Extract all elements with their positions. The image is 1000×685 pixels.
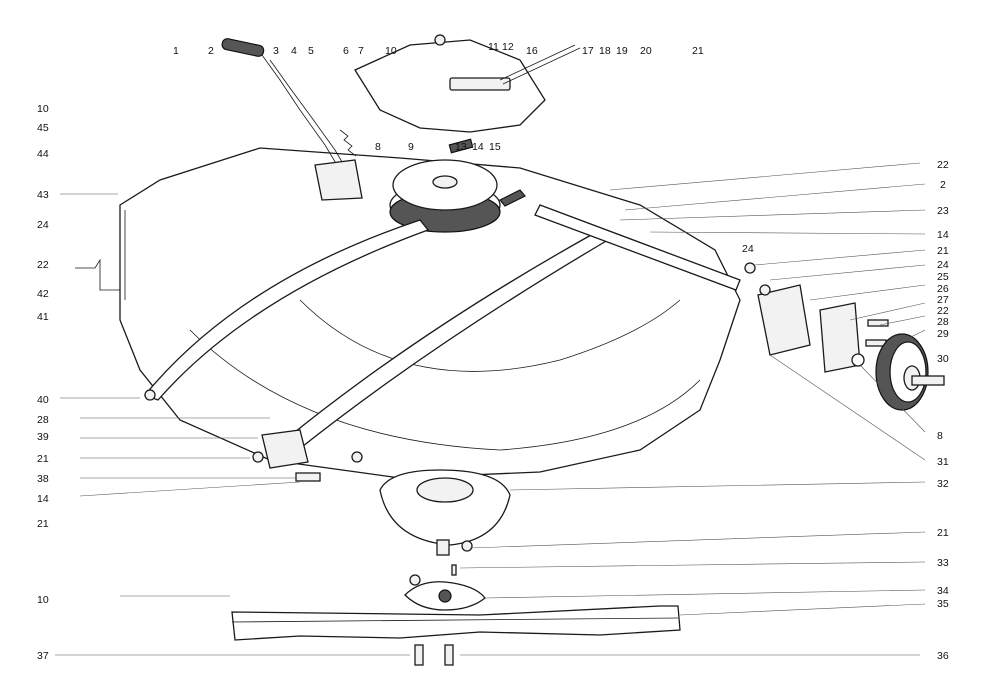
callout-label: 11: [488, 41, 499, 53]
callout-label: 43: [37, 189, 49, 201]
callout-label: 32: [937, 478, 949, 490]
callout-label: 17: [582, 45, 594, 57]
callout-label: 21: [937, 527, 949, 539]
top-cover-plate: [354, 34, 581, 133]
callout-label: 35: [937, 598, 949, 610]
left-brackets: [75, 258, 363, 482]
callout-label: 14: [937, 229, 949, 241]
motor-hub: [379, 469, 511, 576]
callout-label: 8: [937, 430, 943, 442]
callout-label: 10: [385, 45, 397, 57]
callout-label: 13: [455, 141, 467, 153]
callout-label: 21: [37, 518, 49, 530]
callout-label: 5: [308, 45, 314, 57]
callout-label: 42: [37, 288, 49, 300]
callout-label: 23: [937, 205, 949, 217]
callout-labels: 1 2 3 4 5 6 7 10 11 12 16 17 18 19 20 21…: [37, 41, 949, 662]
callout-label: 8: [375, 141, 381, 153]
leader-lines: [55, 162, 926, 656]
callout-label: 24: [37, 219, 49, 231]
callout-label: 10: [37, 103, 49, 115]
callout-label: 22: [937, 305, 949, 317]
callout-label: 24: [937, 259, 949, 271]
callout-label: 22: [37, 259, 49, 271]
callout-label: 19: [616, 45, 628, 57]
callout-label: 26: [937, 283, 949, 295]
wheel-assembly: [744, 262, 945, 411]
callout-label: 12: [502, 41, 514, 53]
callout-label: 27: [937, 294, 949, 306]
callout-label: 10: [37, 594, 49, 606]
callout-label: 4: [291, 45, 297, 57]
callout-label: 30: [937, 353, 949, 365]
callout-label: 2: [940, 179, 946, 191]
callout-label: 31: [937, 456, 949, 468]
callout-label: 41: [37, 311, 49, 323]
callout-label: 2: [208, 45, 214, 57]
height-adjust-lever: [221, 38, 363, 201]
callout-label: 21: [692, 45, 704, 57]
callout-label: 44: [37, 148, 49, 160]
cutting-blade: [231, 605, 681, 666]
callout-label: 21: [37, 453, 49, 465]
callout-label: 18: [599, 45, 611, 57]
callout-label: 1: [173, 45, 179, 57]
callout-label: 29: [937, 328, 949, 340]
callout-label: 6: [343, 45, 349, 57]
callout-label: 40: [37, 394, 49, 406]
callout-label: 3: [273, 45, 279, 57]
callout-label: 33: [937, 557, 949, 569]
callout-label: 7: [358, 45, 364, 57]
handle-tubes: [143, 204, 741, 451]
blade-adapter: [404, 574, 486, 611]
callout-label: 16: [526, 45, 538, 57]
callout-label: 9: [408, 141, 414, 153]
callout-label: 45: [37, 122, 49, 134]
callout-label: 28: [37, 414, 49, 426]
callout-label: 39: [37, 431, 49, 443]
callout-label: 34: [937, 585, 949, 597]
callout-label: 20: [640, 45, 652, 57]
callout-label: 25: [937, 271, 949, 283]
callout-label: 24: [742, 243, 754, 255]
callout-label: 22: [937, 159, 949, 171]
callout-label: 15: [489, 141, 501, 153]
callout-label: 28: [937, 316, 949, 328]
callout-label: 21: [937, 245, 949, 257]
callout-label: 36: [937, 650, 949, 662]
callout-label: 14: [37, 493, 49, 505]
callout-label: 14: [472, 141, 484, 153]
callout-label: 38: [37, 473, 49, 485]
callout-label: 37: [37, 650, 49, 662]
